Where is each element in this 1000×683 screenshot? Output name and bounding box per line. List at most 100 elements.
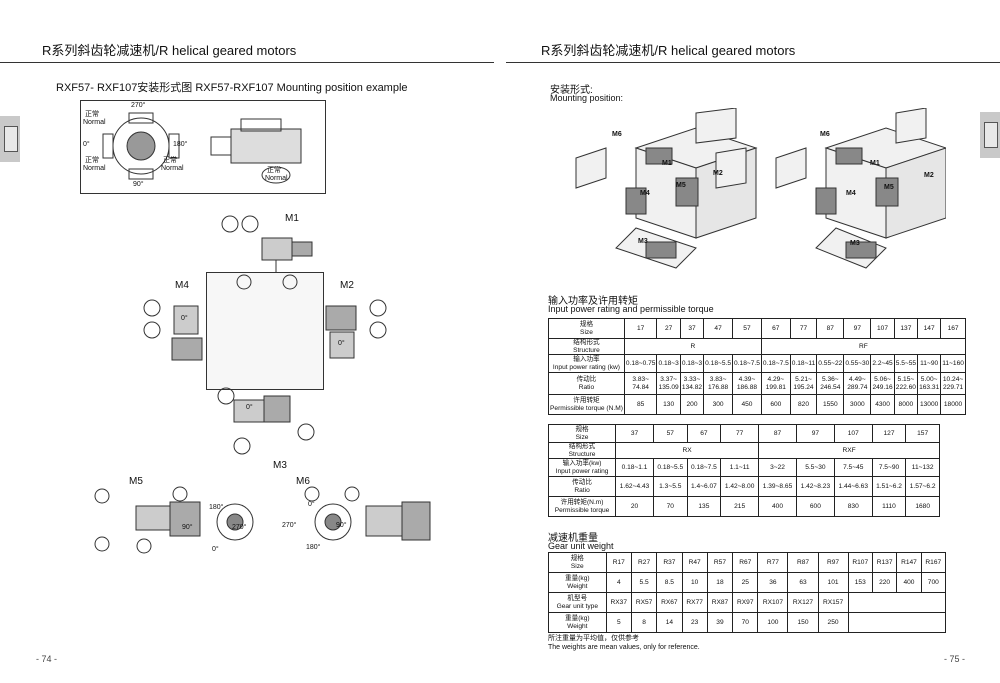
table-cell: 135 bbox=[686, 496, 722, 517]
cube-a-m5: M5 bbox=[676, 182, 686, 189]
cube-b-m1: M1 bbox=[870, 160, 880, 167]
table-cell: 0.18~7.5 bbox=[686, 458, 722, 477]
table-cell: RX bbox=[615, 442, 760, 459]
m6-angle-left: 270° bbox=[282, 522, 297, 529]
table-cell: 147 bbox=[917, 318, 942, 339]
left-page-number: - 74 - bbox=[36, 654, 58, 664]
m5-angle-top: 180° bbox=[209, 504, 224, 511]
weight-title-en: Gear unit weight bbox=[548, 541, 614, 551]
table-cell: 830 bbox=[833, 496, 873, 517]
table-cell: 11~90 bbox=[917, 354, 942, 373]
cube-b-m3: M3 bbox=[850, 240, 860, 247]
terminal-box-drawing bbox=[102, 112, 302, 184]
label-90: 90° bbox=[133, 181, 144, 188]
left-side-tab bbox=[0, 116, 20, 162]
table-cell: 600 bbox=[760, 394, 791, 415]
table-cell: 0.18~5.5 bbox=[703, 354, 734, 373]
row-header-en: Structure bbox=[573, 346, 600, 354]
cube-b-m6: M6 bbox=[820, 131, 830, 138]
table-cell: 1.44~6.63 bbox=[833, 476, 873, 497]
m5-angle-left: 90° bbox=[182, 524, 193, 531]
m5-m6-drawing bbox=[94, 486, 431, 554]
position-m2: M2 bbox=[340, 280, 354, 291]
table-cell: 5.5 bbox=[630, 572, 658, 593]
label-normal-cn-left: 正常 bbox=[85, 157, 99, 164]
table-cell: 4.49~ 289.74 bbox=[843, 372, 872, 395]
right-side-tab bbox=[980, 112, 1000, 158]
table-cell: 1.3~5.5 bbox=[652, 476, 688, 497]
table-cell: 0.18~3 bbox=[656, 354, 681, 373]
label-270: 270° bbox=[131, 102, 146, 109]
table-cell: 13000 bbox=[917, 394, 942, 415]
table-cell: 0.18~5.5 bbox=[652, 458, 688, 477]
table-cell: 1680 bbox=[905, 496, 940, 517]
left-header-rule bbox=[0, 62, 494, 63]
table-cell: 1.42~8.00 bbox=[720, 476, 760, 497]
table-cell: 77 bbox=[720, 424, 760, 443]
table-cell: 5.00~ 163.31 bbox=[917, 372, 942, 395]
row-header-cn: 结构形式 bbox=[573, 339, 600, 347]
table-cell: 3.33~ 134.82 bbox=[679, 372, 705, 395]
table-cell: 1.39~8.65 bbox=[758, 476, 797, 497]
terminal-box-diagram: 270° 正常 Normal 0° 180° 正常 Normal 正常 Norm… bbox=[80, 100, 326, 194]
table-cell: 130 bbox=[656, 394, 681, 415]
m6-angle-right: 90° bbox=[336, 522, 347, 529]
table-cell: 1.4~6.07 bbox=[686, 476, 722, 497]
table-cell: RX67 bbox=[656, 592, 683, 613]
table-cell: 67 bbox=[760, 318, 791, 339]
power-title-cn: 输入功率及许用转矩 bbox=[548, 296, 638, 307]
table-cell: R17 bbox=[605, 552, 632, 573]
row-header-en: Weight bbox=[567, 582, 588, 590]
gear-motor-icon-right bbox=[984, 122, 998, 148]
m2-zero-label: 0° bbox=[338, 340, 345, 347]
m6-angle-top: 0° bbox=[308, 501, 315, 508]
table-cell: 23 bbox=[681, 612, 708, 633]
table-cell: 87 bbox=[816, 318, 845, 339]
table-cell: R37 bbox=[656, 552, 683, 573]
table-cell: 127 bbox=[871, 424, 907, 443]
row-header-cn: 传动比 bbox=[572, 479, 592, 487]
row-header-en: Ratio bbox=[574, 486, 590, 494]
table-cell: 8000 bbox=[893, 394, 919, 415]
table-cell: 2.2~45 bbox=[870, 354, 895, 373]
table-cell: 1110 bbox=[871, 496, 907, 517]
table-cell: 4.29~ 199.81 bbox=[760, 372, 791, 395]
table-cell: 5.21~ 195.24 bbox=[789, 372, 818, 395]
table-cell: 5.36~ 246.54 bbox=[816, 372, 845, 395]
table-cell: 3.83~ 74.84 bbox=[623, 372, 658, 395]
table-cell: 8.5 bbox=[656, 572, 683, 593]
table-cell: 8 bbox=[630, 612, 658, 633]
table-cell: 0.18~11 bbox=[789, 354, 818, 373]
m5-angle-bottom: 0° bbox=[212, 546, 219, 553]
table-cell: 4300 bbox=[870, 394, 895, 415]
row-header-cn: 规格 bbox=[575, 426, 589, 434]
table-cell: RXF bbox=[758, 442, 940, 459]
label-normal-en-box: Normal bbox=[265, 175, 288, 182]
table-cell: 0.55~22 bbox=[816, 354, 845, 373]
table-cell: R27 bbox=[630, 552, 658, 573]
table-cell: RX37 bbox=[605, 592, 632, 613]
table-cell: 87 bbox=[758, 424, 797, 443]
table-cell: 10.24~ 229.71 bbox=[940, 372, 966, 395]
right-page-header: R系列斜齿轮减速机/R helical geared motors bbox=[541, 43, 796, 58]
table-cell: 0.55~30 bbox=[843, 354, 872, 373]
row-header-cn: 重量(kg) bbox=[565, 615, 590, 623]
label-normal-cn-top: 正常 bbox=[85, 111, 99, 118]
row-header-cn: 输入功率 bbox=[573, 356, 600, 364]
table-cell: RX127 bbox=[787, 592, 819, 613]
table-cell: 97 bbox=[843, 318, 872, 339]
table-cell: 37 bbox=[679, 318, 705, 339]
